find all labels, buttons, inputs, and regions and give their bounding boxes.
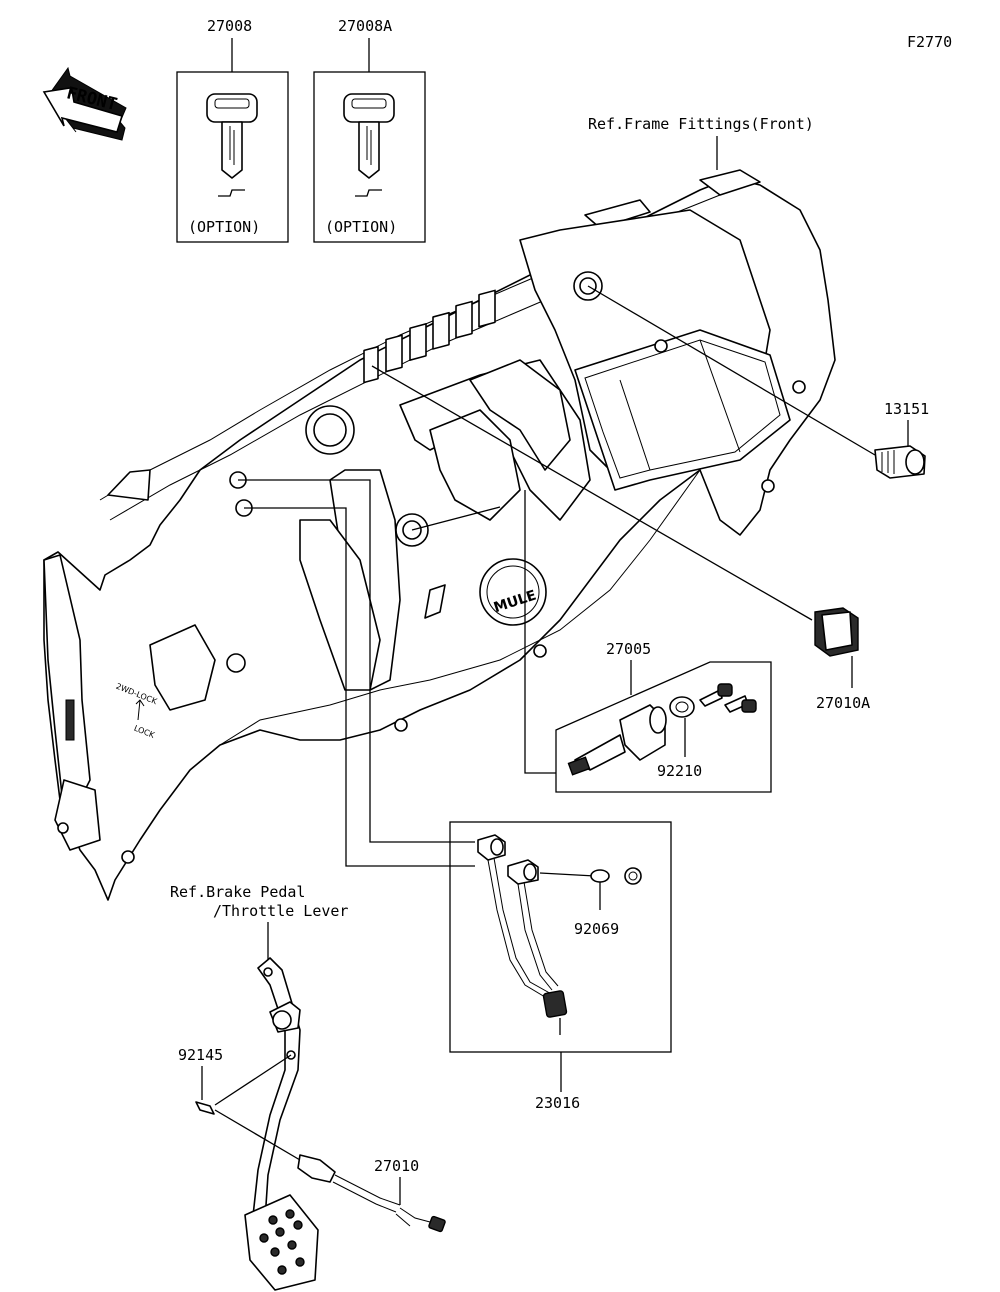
ignition-switch-27005: 27005 92210	[555, 640, 772, 793]
key-option-27008: 27008 (OPTION)	[176, 17, 289, 243]
part-number-27010A: 27010A	[816, 694, 870, 712]
brake-switch-27010: 27010	[297, 1154, 446, 1233]
part-number-27005: 27005	[606, 640, 651, 658]
front-arrow-icon: FRONT	[42, 66, 127, 141]
socket-13151: 13151	[874, 400, 929, 479]
spring-icon	[195, 1101, 215, 1115]
dashboard-panel: MULE 2WD-LOCK LOCK	[43, 169, 836, 901]
figure-id: F2770	[907, 33, 952, 51]
key-part-number: 27008A	[338, 17, 392, 35]
leader-line	[214, 1109, 301, 1161]
leader-line	[238, 479, 475, 843]
ref-brake-line2: /Throttle Lever	[213, 902, 348, 920]
part-number-92210: 92210	[657, 762, 702, 780]
rocker-switch-27010A: 27010A	[814, 607, 870, 712]
leader-line	[411, 506, 501, 531]
ref-frame-fittings: Ref.Frame Fittings(Front)	[588, 115, 814, 133]
ref-brake-line1: Ref.Brake Pedal	[170, 883, 305, 901]
part-number-92145: 92145	[178, 1046, 223, 1064]
part-number-92069: 92069	[574, 920, 619, 938]
leader-line	[587, 285, 876, 456]
key-icon	[699, 683, 757, 713]
part-number-13151: 13151	[884, 400, 929, 418]
part-number-23016: 23016	[535, 1094, 580, 1112]
brake-pedal	[244, 957, 319, 1291]
key-option-note: (OPTION)	[188, 218, 260, 236]
key-icon	[206, 93, 258, 179]
key-option-note: (OPTION)	[325, 218, 397, 236]
leader-line	[244, 507, 475, 867]
leader-line	[524, 490, 556, 774]
leader-line	[371, 365, 813, 621]
pedal-grip-dots	[259, 1209, 305, 1275]
harness-23016: 92069 23016	[449, 821, 672, 1112]
leader-line	[214, 1054, 292, 1106]
key-icon	[343, 93, 395, 179]
key-part-number: 27008	[207, 17, 252, 35]
indicator-windows	[363, 289, 496, 384]
part-number-27010: 27010	[374, 1157, 419, 1175]
key-option-27008A: 27008A (OPTION)	[313, 17, 426, 243]
